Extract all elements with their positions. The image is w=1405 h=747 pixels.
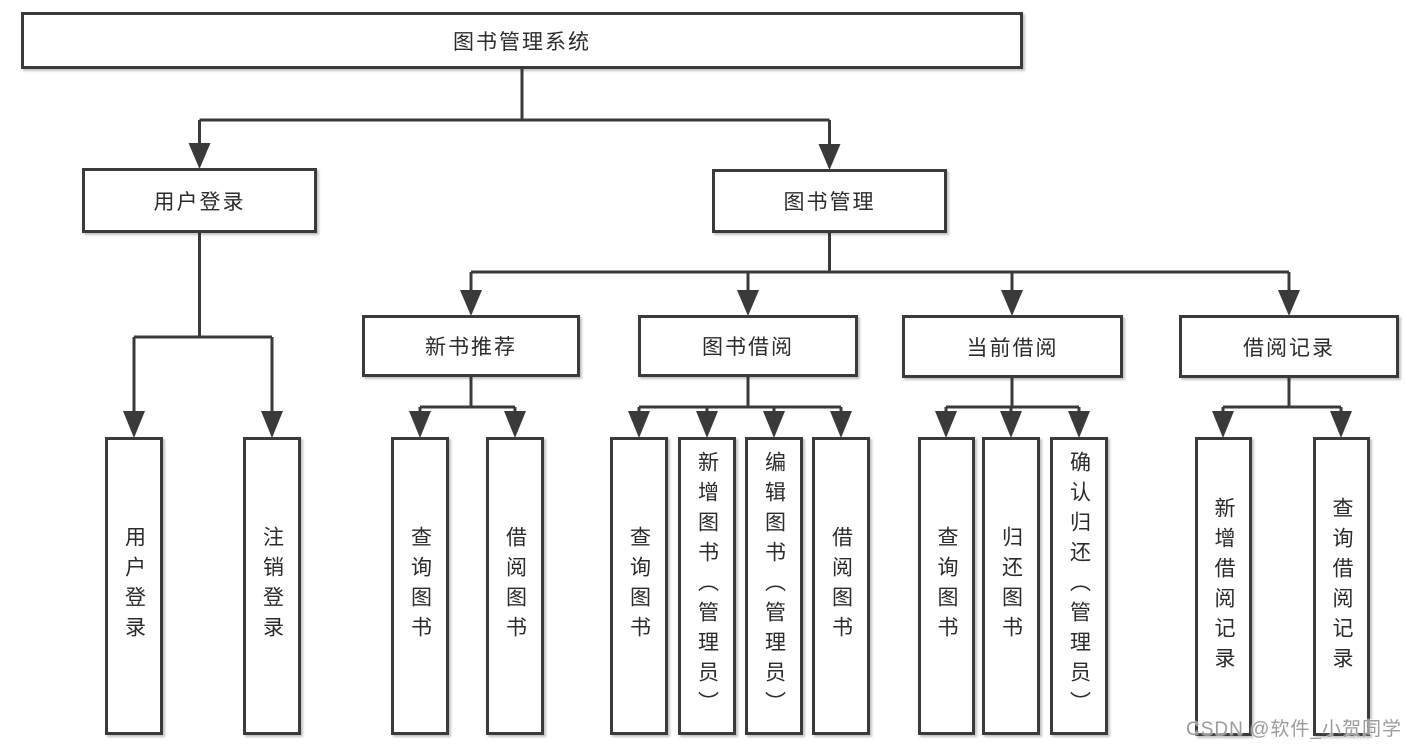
leaf-user-login: 用户登录 (105, 437, 163, 735)
arrow-down-icon (188, 143, 211, 169)
arrow-down-icon (737, 290, 759, 316)
arrowheads (123, 143, 1352, 438)
leaf-bb-borrow-books: 借阅图书 (812, 437, 870, 735)
leaf-cb-confirm-return-admin: 确认归还（管理员） (1050, 437, 1108, 735)
connector-new-books-children (418, 377, 517, 413)
arrow-down-icon (696, 411, 718, 438)
connector-book-mgmt-children (469, 233, 1291, 292)
connector-borrow-records-children (1221, 377, 1343, 413)
arrow-down-icon (1278, 290, 1300, 316)
connector-book-borrow-children (637, 377, 843, 413)
arrow-down-icon (1068, 411, 1090, 438)
connector-root-to-level2 (198, 69, 831, 147)
node-book-mgmt: 图书管理 (712, 169, 947, 233)
node-root: 图书管理系统 (21, 12, 1023, 69)
arrow-down-icon (123, 411, 145, 438)
node-book-borrow: 图书借阅 (638, 315, 858, 377)
leaf-nb-borrow-books: 借阅图书 (486, 437, 544, 735)
leaf-br-add-record: 新增借阅记录 (1195, 437, 1252, 736)
arrow-down-icon (504, 411, 526, 438)
leaf-cb-query-books: 查询图书 (918, 437, 975, 735)
leaf-bb-edit-books-admin: 编辑图书（管理员） (745, 437, 803, 735)
leaf-bb-query-books: 查询图书 (610, 437, 668, 735)
node-user-login: 用户登录 (82, 168, 317, 233)
leaf-bb-add-books-admin: 新增图书（管理员） (678, 437, 736, 735)
node-current-borrow: 当前借阅 (902, 315, 1123, 378)
arrow-down-icon (261, 411, 283, 438)
leaf-br-query-record: 查询借阅记录 (1313, 437, 1370, 736)
arrow-down-icon (1212, 411, 1234, 438)
arrow-down-icon (935, 411, 957, 438)
arrow-down-icon (1001, 290, 1023, 316)
arrow-down-icon (460, 290, 482, 316)
node-borrow-records: 借阅记录 (1179, 315, 1399, 378)
arrow-down-icon (628, 411, 650, 438)
leaf-nb-query-books: 查询图书 (391, 437, 449, 735)
arrow-down-icon (763, 411, 785, 438)
arrow-down-icon (1330, 411, 1352, 438)
connector-user-login-children (132, 233, 274, 413)
leaf-logout: 注销登录 (243, 437, 301, 735)
arrow-down-icon (830, 411, 852, 438)
connector-current-borrow-children (944, 377, 1081, 413)
leaf-cb-return-books: 归还图书 (982, 437, 1040, 735)
csdn-watermark: CSDN @软件_小贺同学 (1186, 719, 1402, 740)
arrow-down-icon (1000, 411, 1022, 438)
arrow-down-icon (818, 144, 841, 170)
node-new-books: 新书推荐 (362, 315, 580, 377)
arrow-down-icon (409, 411, 431, 438)
